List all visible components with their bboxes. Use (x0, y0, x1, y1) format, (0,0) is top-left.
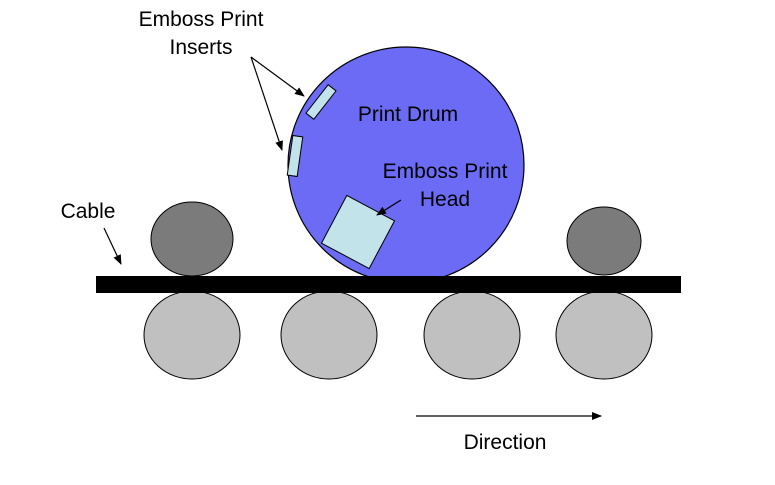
top-roller-right (566, 206, 642, 276)
cable-bar (96, 276, 681, 293)
cable-label: Cable (60, 200, 116, 223)
emboss-print-inserts-label-line-2: Inserts (169, 36, 233, 59)
print-drum-label: Print Drum (357, 103, 459, 126)
print-head-pointer-arrow (376, 199, 402, 216)
emboss-print-inserts-label-line-1: Emboss Print (138, 8, 264, 31)
cable-pointer-arrow (103, 227, 122, 265)
bottom-roller-4 (555, 290, 653, 380)
emboss-print-insert-lower (286, 134, 304, 178)
emboss-print-inserts-label: Emboss Print Inserts (108, 6, 294, 62)
bottom-roller-2 (280, 290, 378, 380)
emboss-print-head-label-line-1: Emboss Print (382, 160, 508, 183)
bottom-roller-1 (143, 290, 241, 380)
bottom-roller-3 (423, 290, 521, 380)
emboss-print-head-label: Emboss Print Head (354, 158, 536, 214)
inserts-pointer-arrow-lower (250, 56, 283, 151)
top-roller-left (150, 201, 234, 277)
inserts-pointer-arrow-upper (250, 56, 305, 97)
direction-label: Direction (463, 431, 547, 454)
emboss-print-head-label-line-2: Head (419, 188, 471, 211)
emboss-print-insert-upper (305, 84, 337, 120)
